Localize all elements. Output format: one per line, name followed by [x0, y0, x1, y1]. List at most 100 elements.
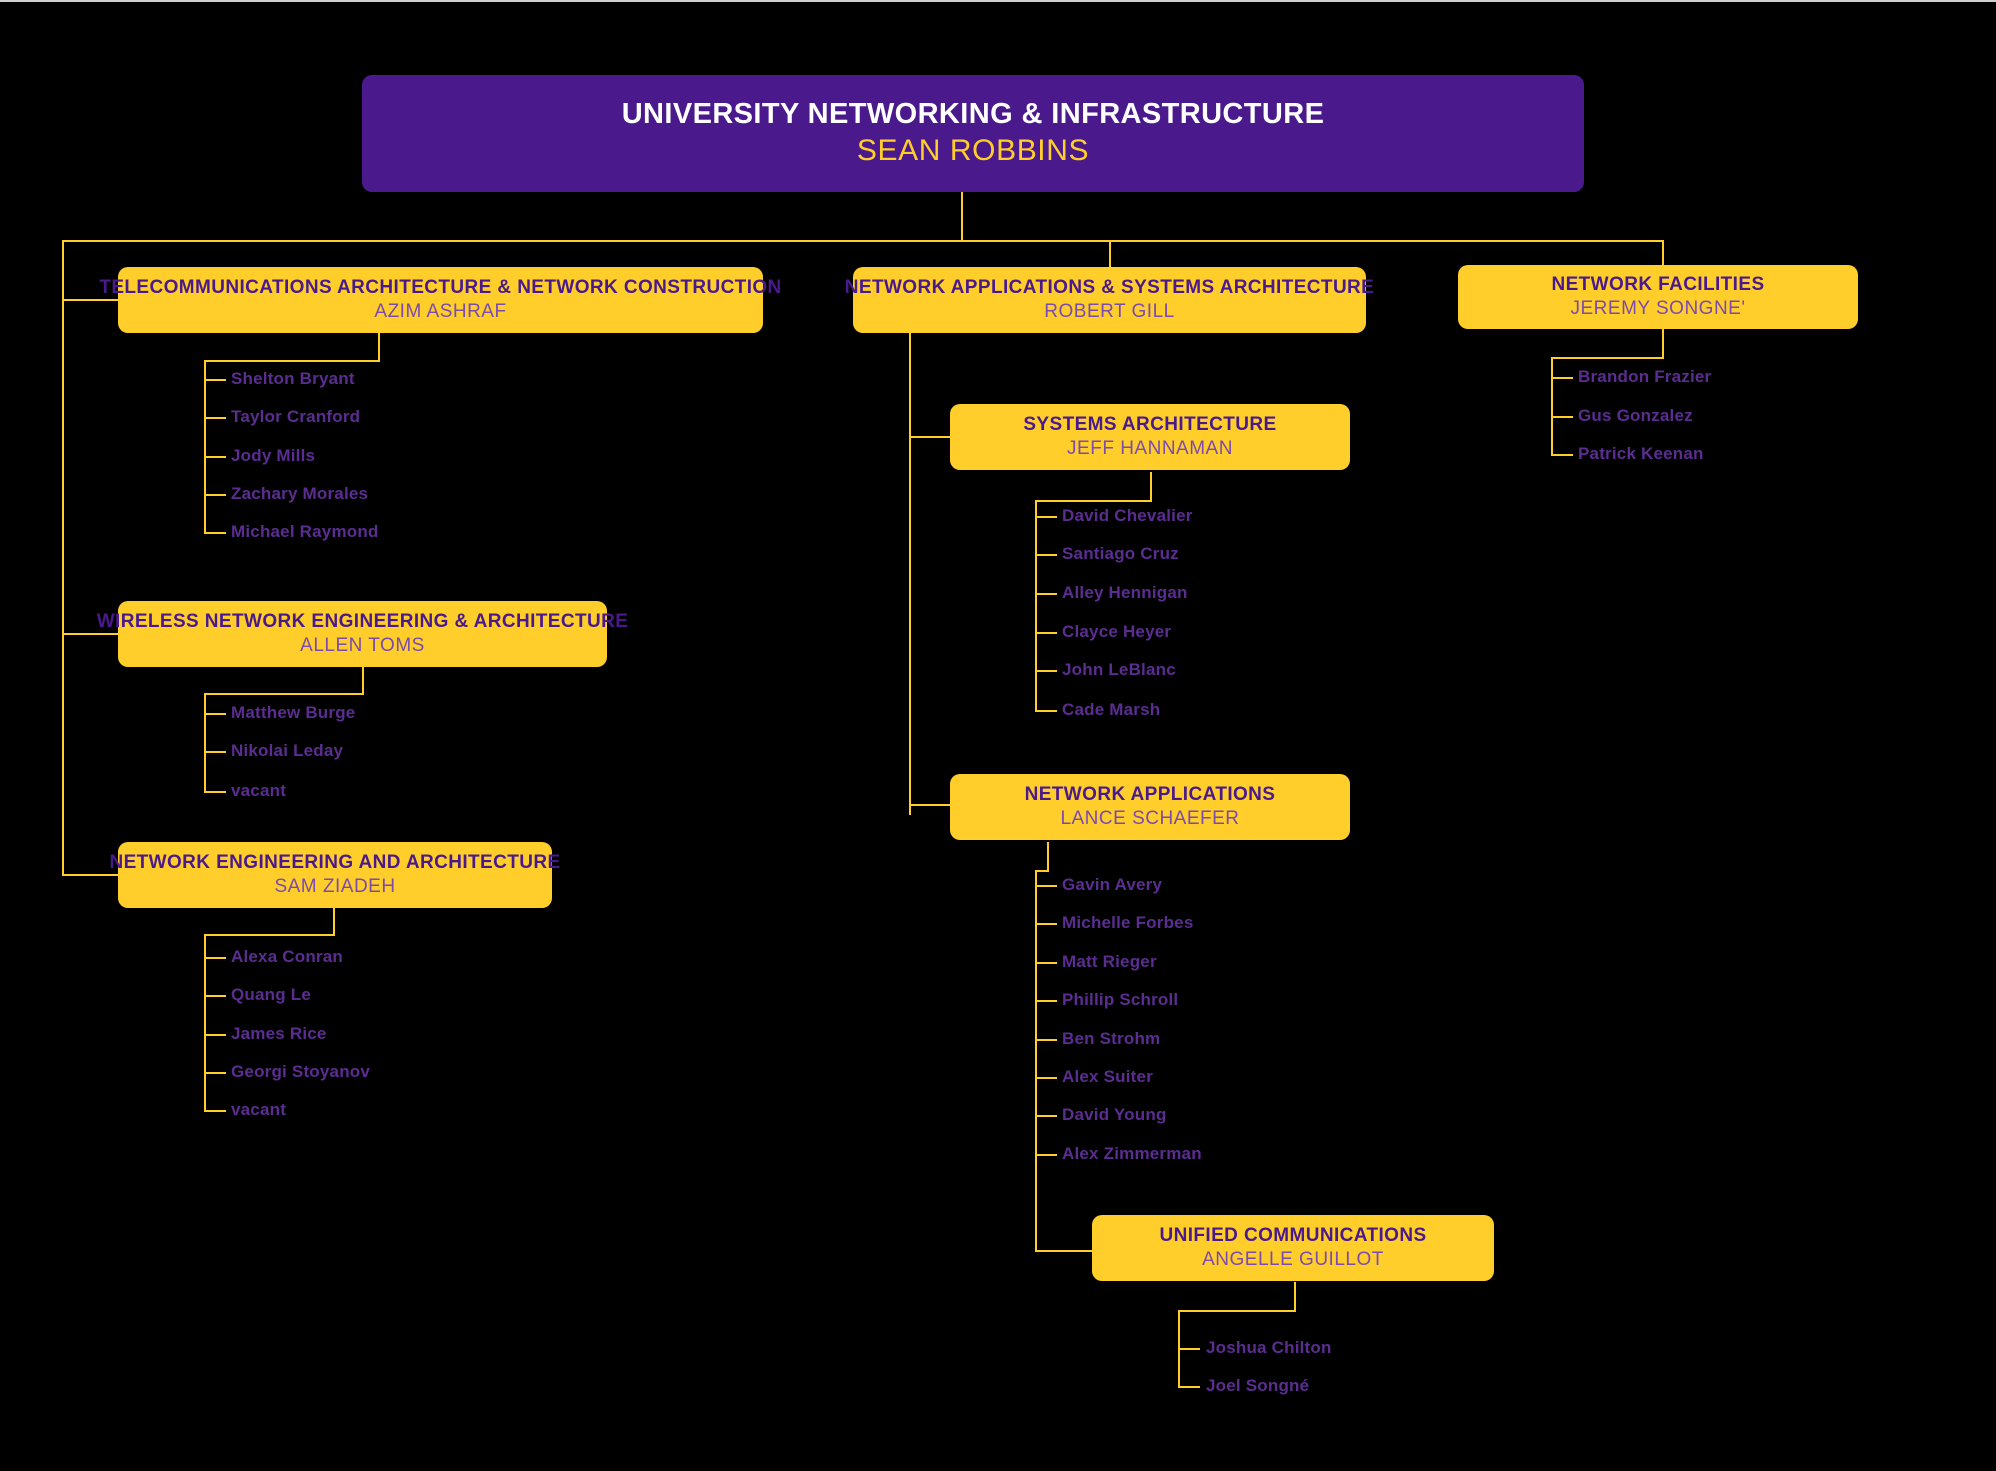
- connector-netapps-leaf-4: [1035, 1039, 1057, 1041]
- connector-sysarch-leaf-5: [1035, 710, 1057, 712]
- connector-netapps-leaf-2: [1035, 962, 1057, 964]
- node-netengarch-title: NETWORK ENGINEERING AND ARCHITECTURE: [109, 851, 561, 873]
- node-wireless[interactable]: WIRELESS NETWORK ENGINEERING & ARCHITECT…: [97, 601, 628, 667]
- connector-unifiedcomm-leaf-1: [1178, 1386, 1200, 1388]
- leaf-netapps-3: Phillip Schroll: [1062, 990, 1179, 1009]
- connector-unifiedcomm-out: [1294, 1282, 1296, 1312]
- connector-netapps-leaf-5: [1035, 1077, 1057, 1079]
- connector-netapps-leaf-1: [1035, 923, 1057, 925]
- node-napsa[interactable]: NETWORK APPLICATIONS & SYSTEMS ARCHITECT…: [845, 267, 1374, 333]
- connector-sysarch-in: [909, 436, 950, 438]
- connector-netapps-out: [1047, 842, 1049, 872]
- connector-netapps-leaf-0: [1035, 885, 1057, 887]
- node-telecom[interactable]: TELECOMMUNICATIONS ARCHITECTURE & NETWOR…: [99, 267, 781, 333]
- connector-unifiedcomm-leaf-0: [1178, 1348, 1200, 1350]
- leaf-netengarch-0: Alexa Conran: [231, 947, 343, 966]
- node-netfac-person: JEREMY SONGNE': [1570, 297, 1746, 319]
- connector-telecom-leaf-2: [204, 456, 226, 458]
- connector-netfac-leaf-0: [1551, 377, 1573, 379]
- connector-netapps-turn: [1035, 870, 1049, 872]
- leaf-netengarch-4: vacant: [231, 1100, 287, 1119]
- connector-telecom-leaf-3: [204, 494, 226, 496]
- connector-netapps-leaf-7: [1035, 1154, 1057, 1156]
- node-wireless-person: ALLEN TOMS: [300, 634, 425, 656]
- connector-netengarch-leaf-1: [204, 995, 226, 997]
- connector-sysarch-out: [1150, 472, 1152, 502]
- leaf-netfac-0: Brandon Frazier: [1578, 367, 1712, 386]
- node-sysarch[interactable]: SYSTEMS ARCHITECTURE JEFF HANNAMAN: [950, 404, 1350, 470]
- connector-netfac-leaf-2: [1551, 454, 1573, 456]
- node-netapps-person: LANCE SCHAEFER: [1060, 807, 1240, 829]
- node-netapps[interactable]: NETWORK APPLICATIONS LANCE SCHAEFER: [950, 774, 1350, 840]
- connector-netengarch-leaf-0: [204, 957, 226, 959]
- node-sysarch-person: JEFF HANNAMAN: [1067, 437, 1233, 459]
- leaf-telecom-0: Shelton Bryant: [231, 369, 355, 388]
- node-sysarch-title: SYSTEMS ARCHITECTURE: [1023, 413, 1277, 435]
- connector-root-stem: [961, 192, 963, 240]
- connector-netfac-spine: [1551, 357, 1553, 455]
- leaf-sysarch-0: David Chevalier: [1062, 506, 1193, 525]
- connector-sysarch-spine: [1035, 500, 1037, 712]
- node-netfac-title: NETWORK FACILITIES: [1551, 273, 1765, 295]
- node-root-title: UNIVERSITY NETWORKING & INFRASTRUCTURE: [621, 98, 1325, 131]
- connector-netengarch-out: [333, 906, 335, 936]
- leaf-wireless-2: vacant: [231, 781, 287, 800]
- connector-netengarch-in: [62, 874, 118, 876]
- node-wireless-title: WIRELESS NETWORK ENGINEERING & ARCHITECT…: [96, 610, 629, 632]
- leaf-wireless-0: Matthew Burge: [231, 703, 356, 722]
- node-root-person: SEAN ROBBINS: [856, 134, 1090, 168]
- connector-wireless-out: [362, 665, 364, 695]
- node-napsa-person: ROBERT GILL: [1044, 300, 1175, 322]
- connector-unifiedcomm-in: [1035, 1250, 1092, 1252]
- connector-sysarch-leaf-4: [1035, 670, 1057, 672]
- node-netengarch[interactable]: NETWORK ENGINEERING AND ARCHITECTURE SAM…: [109, 842, 560, 908]
- connector-netapps-in: [909, 804, 950, 806]
- connector-telecom-out: [378, 332, 380, 362]
- leaf-netengarch-1: Quang Le: [231, 985, 311, 1004]
- connector-telecom-turn: [204, 360, 380, 362]
- connector-netfac-leaf-1: [1551, 416, 1573, 418]
- leaf-netapps-7: Alex Zimmerman: [1062, 1144, 1202, 1163]
- connector-wireless-leaf-0: [204, 713, 226, 715]
- connector-netfac-turn: [1551, 357, 1664, 359]
- leaf-telecom-2: Jody Mills: [231, 446, 316, 465]
- connector-netfac-stem: [1662, 240, 1664, 276]
- node-unifiedcomm[interactable]: UNIFIED COMMUNICATIONS ANGELLE GUILLOT: [1092, 1215, 1494, 1281]
- leaf-unifiedcomm-0: Joshua Chilton: [1206, 1338, 1332, 1357]
- connector-sysarch-leaf-1: [1035, 554, 1057, 556]
- leaf-netapps-2: Matt Rieger: [1062, 952, 1157, 971]
- connector-sysarch-turn: [1035, 500, 1152, 502]
- connector-telecom-leaf-1: [204, 417, 226, 419]
- node-unifiedcomm-title: UNIFIED COMMUNICATIONS: [1159, 1224, 1427, 1246]
- connector-wireless-in: [62, 633, 118, 635]
- connector-netfac-out: [1662, 329, 1664, 359]
- connector-wireless-spine: [204, 693, 206, 793]
- leaf-netapps-0: Gavin Avery: [1062, 875, 1163, 894]
- leaf-telecom-3: Zachary Morales: [231, 484, 369, 503]
- node-netfac[interactable]: NETWORK FACILITIES JEREMY SONGNE': [1458, 265, 1858, 329]
- leaf-sysarch-2: Alley Hennigan: [1062, 583, 1188, 602]
- node-telecom-title: TELECOMMUNICATIONS ARCHITECTURE & NETWOR…: [99, 276, 782, 298]
- connector-netengarch-leaf-2: [204, 1034, 226, 1036]
- connector-netapps-spine: [1035, 870, 1037, 1252]
- leaf-netengarch-2: James Rice: [231, 1024, 327, 1043]
- leaf-unifiedcomm-1: Joel Songné: [1206, 1376, 1310, 1395]
- leaf-netfac-2: Patrick Keenan: [1578, 444, 1704, 463]
- connector-netapps-leaf-6: [1035, 1115, 1057, 1117]
- connector-napsa-spine: [909, 360, 911, 815]
- connector-napsa-out: [909, 332, 911, 362]
- connector-unifiedcomm-turn: [1178, 1310, 1296, 1312]
- leaf-wireless-1: Nikolai Leday: [231, 741, 344, 760]
- connector-telecom-spine: [204, 360, 206, 534]
- node-napsa-title: NETWORK APPLICATIONS & SYSTEMS ARCHITECT…: [844, 276, 1375, 298]
- leaf-sysarch-1: Santiago Cruz: [1062, 544, 1179, 563]
- leaf-netapps-4: Ben Strohm: [1062, 1029, 1161, 1048]
- leaf-netapps-6: David Young: [1062, 1105, 1167, 1124]
- connector-sysarch-leaf-0: [1035, 516, 1057, 518]
- node-unifiedcomm-person: ANGELLE GUILLOT: [1202, 1248, 1384, 1270]
- connector-wireless-turn: [204, 693, 364, 695]
- node-root[interactable]: UNIVERSITY NETWORKING & INFRASTRUCTURE S…: [362, 75, 1584, 192]
- connector-wireless-leaf-2: [204, 791, 226, 793]
- connector-netapps-leaf-3: [1035, 1000, 1057, 1002]
- leaf-sysarch-4: John LeBlanc: [1062, 660, 1176, 679]
